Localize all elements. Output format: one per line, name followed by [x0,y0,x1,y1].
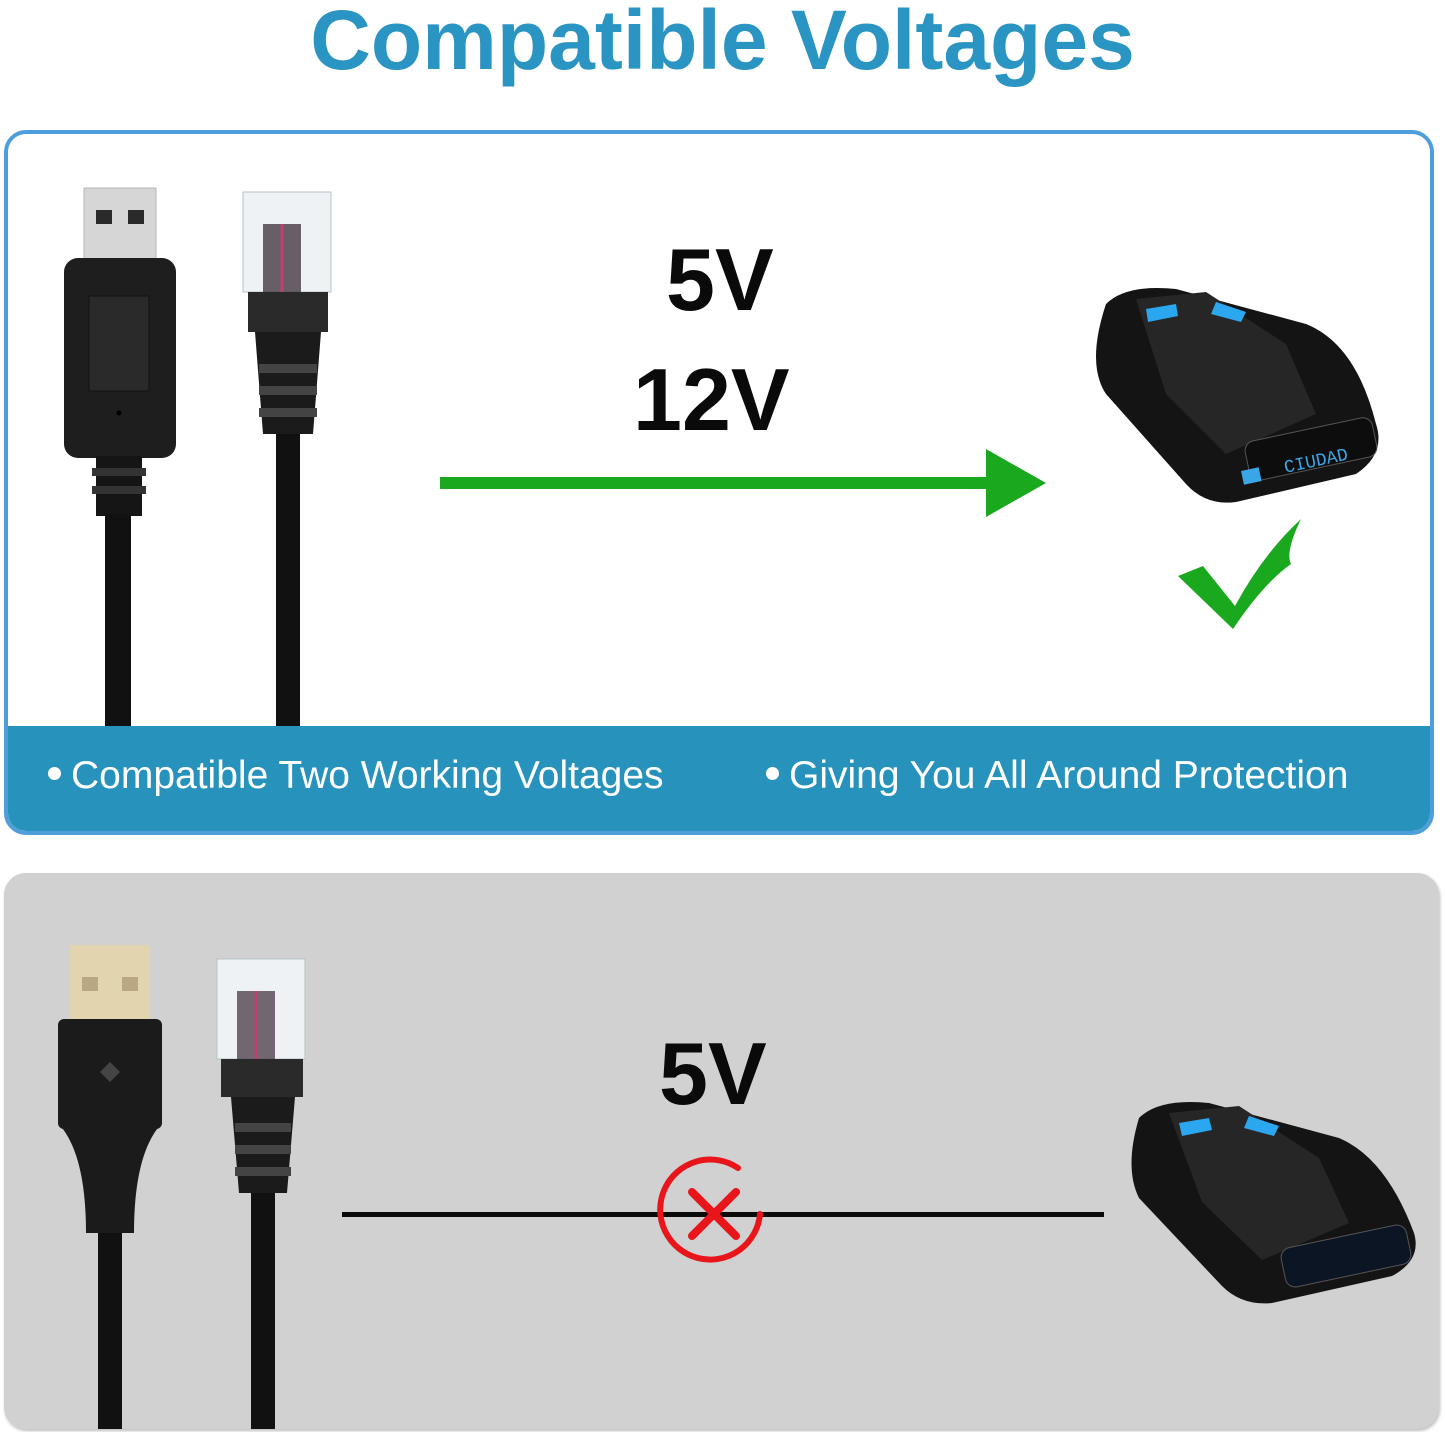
voltage-12v-label: 12V [633,350,790,449]
cross-circle-icon [657,1156,763,1263]
usb-cable-image [64,187,176,734]
page-title: Compatible Voltages [310,0,1135,87]
radar-detector-image [1131,1102,1416,1304]
rj-connector-image [216,958,306,1429]
feature-bullet: Giving You All Around Protection [766,754,1348,798]
usb-symbol-icon: ⯁ [99,1058,121,1089]
connection-line [342,1212,1104,1217]
bullet-dot-icon [766,767,779,781]
voltage-5v-label: 5V [666,230,774,329]
usb-cable-image: ⯁ [58,945,162,1429]
compatible-panel: 5V 12V CIUDAD Compatible Two Working Vol… [4,130,1434,835]
voltage-5v-label: 5V [659,1024,767,1123]
radar-detector-image: CIUDAD [1096,288,1379,503]
arrow-right-icon [440,449,1046,517]
rj-connector-image [242,191,332,734]
incompatible-panel: ⯁ 5V [4,873,1439,1429]
bullet-dot-icon [48,767,61,781]
feature-banner: Compatible Two Working Voltages Giving Y… [8,726,1430,831]
checkmark-icon [1178,519,1301,629]
feature-bullet: Compatible Two Working Voltages [48,754,664,798]
